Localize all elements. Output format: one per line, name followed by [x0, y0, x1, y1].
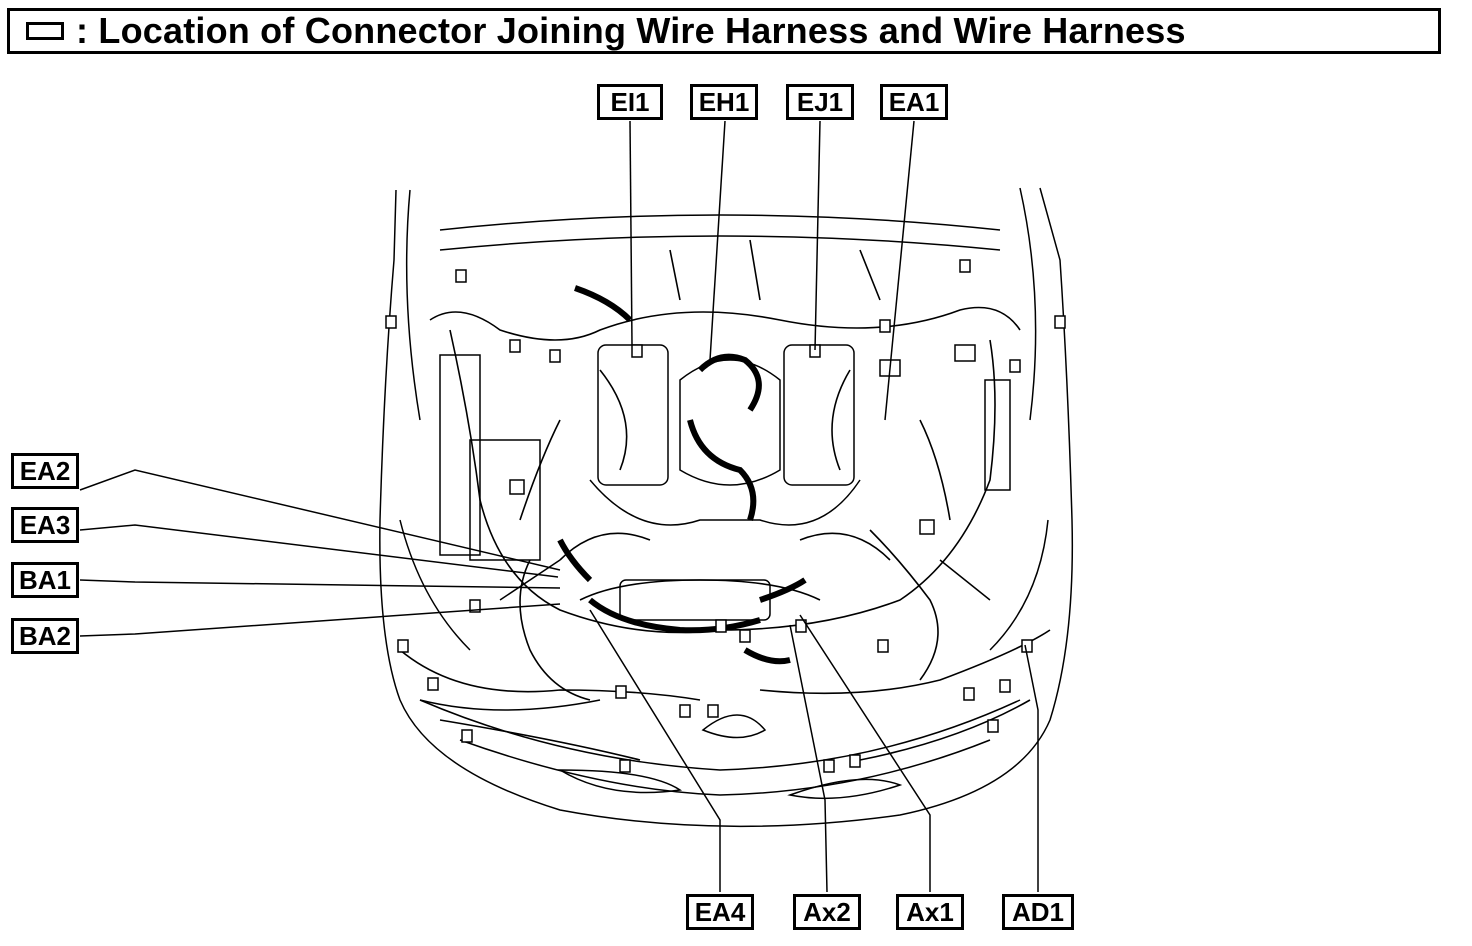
callout-ea2: EA2 — [11, 453, 79, 489]
connectors — [385, 259, 1066, 773]
leader-lines — [79, 120, 1039, 893]
callout-ea4: EA4 — [686, 894, 754, 930]
callout-ea3: EA3 — [11, 507, 79, 543]
callout-ei1: EI1 — [597, 84, 663, 120]
title-bar: : Location of Connector Joining Wire Har… — [7, 8, 1441, 54]
callout-ax1: Ax1 — [896, 894, 964, 930]
callout-ea1: EA1 — [880, 84, 948, 120]
connector-box-symbol-icon — [26, 22, 64, 40]
callout-ej1: EJ1 — [786, 84, 854, 120]
page-title: : Location of Connector Joining Wire Har… — [76, 10, 1186, 51]
callout-ad1: AD1 — [1002, 894, 1074, 930]
callout-ba2: BA2 — [11, 618, 79, 654]
main-harness-thick — [557, 285, 807, 665]
wire-harness — [399, 239, 1051, 761]
engine-block — [439, 344, 1011, 621]
callout-eh1: EH1 — [690, 84, 758, 120]
callout-ax2: Ax2 — [793, 894, 861, 930]
vehicle-outline — [379, 187, 1074, 828]
callout-ba1: BA1 — [11, 562, 79, 598]
